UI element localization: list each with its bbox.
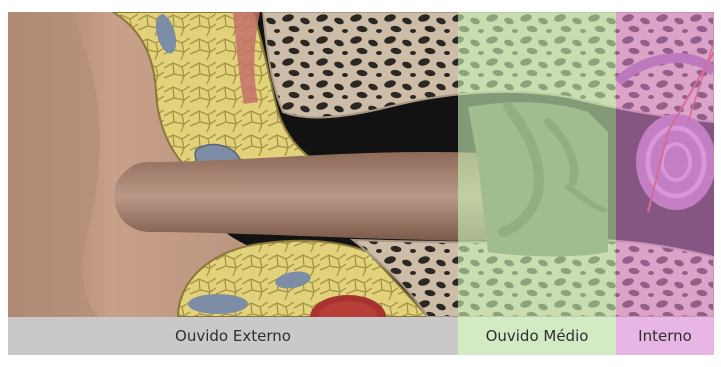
- label-inner-ear: Interno: [616, 317, 714, 355]
- inner-ear-overlay: [616, 12, 714, 317]
- label-middle-ear: Ouvido Médio: [458, 317, 616, 355]
- middle-ear-overlay: [458, 12, 616, 317]
- region-label-bar: Ouvido Externo Ouvido Médio Interno: [8, 317, 714, 355]
- ear-anatomy-figure: Ouvido Externo Ouvido Médio Interno: [8, 12, 714, 355]
- lower-cartilage-blue: [188, 294, 248, 314]
- label-external-ear: Ouvido Externo: [8, 317, 458, 355]
- ear-cross-section-illustration: [8, 12, 714, 317]
